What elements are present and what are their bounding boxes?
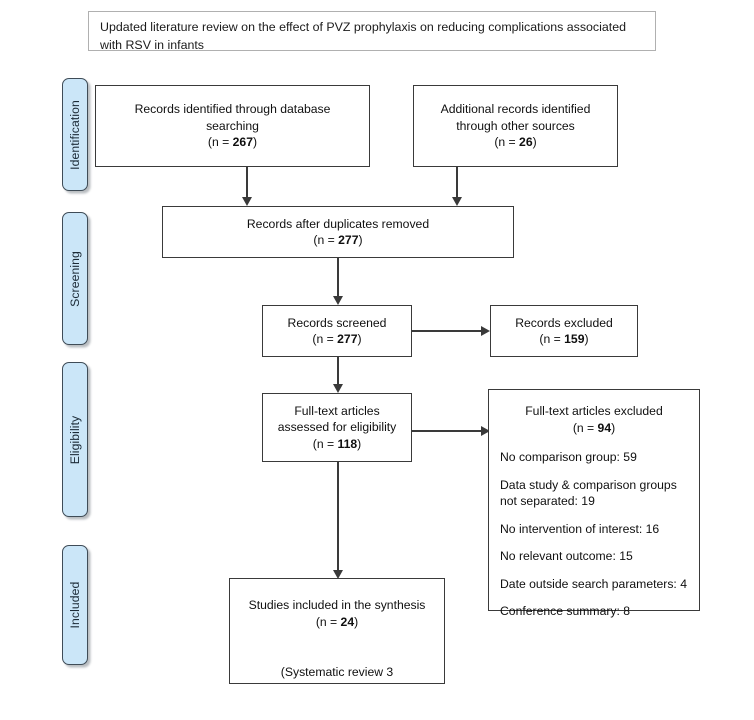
stage-label-identification-text: Identification	[68, 99, 82, 170]
node-line-1: Records excluded	[515, 315, 613, 330]
count-suffix: )	[358, 233, 363, 247]
count-suffix: )	[357, 332, 362, 346]
count-value: 118	[337, 436, 358, 451]
node-count: (n = 24)	[316, 614, 358, 631]
node-line-1: Records screened	[287, 315, 387, 330]
node-line-1: Records after duplicates removed	[246, 216, 430, 231]
node-line-1: Studies included in the synthesis	[248, 598, 426, 612]
node-count: (n = 26)	[494, 134, 536, 151]
node-count: (n = 118)	[313, 436, 361, 453]
arrowhead-duplicates-to-screened	[333, 296, 343, 305]
count-prefix: (n =	[312, 332, 338, 346]
node-count: (n = 277)	[313, 232, 362, 249]
arrowhead-screened-to-fulltext	[333, 384, 343, 393]
stage-label-eligibility-text: Eligibility	[68, 415, 82, 464]
connector-database-to-duplicates	[246, 167, 248, 199]
diagram-title-text: Updated literature review on the effect …	[100, 20, 626, 52]
count-prefix: (n =	[207, 135, 233, 150]
count-suffix: )	[611, 420, 616, 435]
connector-fulltext-to-excluded-detail	[412, 430, 484, 432]
connector-other-sources-to-duplicates	[456, 167, 458, 199]
node-fulltext-articles-excluded: Full-text articles excluded (n = 94) No …	[488, 389, 700, 618]
node-records-screened: Records screened (n = 277)	[262, 305, 412, 357]
node-line-2: through other sources	[456, 118, 575, 133]
count-suffix: )	[357, 436, 362, 451]
exclusion-reason: No relevant outcome: 15	[500, 549, 633, 563]
exclusion-reason: Date outside search parameters: 4	[500, 576, 687, 591]
arrowhead-screened-to-excluded	[481, 326, 490, 336]
node-line-1: Additional records identified	[440, 102, 591, 117]
connector-screened-to-excluded	[412, 330, 483, 332]
count-prefix: (n =	[539, 332, 565, 346]
node-fulltext-assessed-eligibility: Full-text articles assessed for eligibil…	[262, 393, 412, 462]
stage-label-included: Included	[62, 545, 88, 665]
count-suffix: )	[253, 135, 258, 150]
node-line-1: Records identified through database	[134, 102, 331, 117]
arrowhead-database-to-duplicates	[242, 197, 252, 206]
node-note: (Systematic review 3	[280, 665, 394, 679]
node-line-2: searching	[206, 118, 259, 133]
connector-duplicates-to-screened	[337, 258, 339, 297]
count-prefix: (n =	[315, 614, 341, 629]
exclusion-reason: Data study & comparison groups not separ…	[500, 477, 677, 509]
excluded-header: Full-text articles excluded (n = 94)	[500, 403, 688, 436]
diagram-title: Updated literature review on the effect …	[88, 11, 656, 52]
exclusion-reason: Conference summary: 8	[500, 604, 631, 618]
node-count: (n = 267)	[208, 134, 257, 151]
count-value: 26	[519, 135, 533, 150]
node-line-1: Full-text articles excluded	[525, 404, 663, 418]
arrowhead-fulltext-to-excluded-detail	[481, 426, 490, 436]
arrowhead-fulltext-to-included	[333, 570, 343, 579]
stage-label-included-text: Included	[68, 581, 82, 629]
node-additional-records-other-sources: Additional records identified through ot…	[413, 85, 618, 167]
node-studies-included-synthesis: Studies included in the synthesis (n = 2…	[229, 578, 445, 684]
stage-label-screening: Screening	[62, 212, 88, 345]
count-value: 277	[337, 332, 358, 346]
node-records-after-duplicates-removed: Records after duplicates removed (n = 27…	[162, 206, 514, 258]
node-count: (n = 277)	[312, 331, 361, 348]
stage-label-identification: Identification	[62, 78, 88, 191]
node-count: (n = 159)	[539, 331, 588, 348]
count-suffix: )	[354, 614, 359, 629]
node-records-identified-database: Records identified through database sear…	[95, 85, 370, 167]
node-count: (n = 94)	[500, 420, 688, 437]
count-prefix: (n =	[494, 135, 520, 150]
count-prefix: (n =	[313, 233, 339, 247]
arrowhead-other-sources-to-duplicates	[452, 197, 462, 206]
count-value: 94	[597, 420, 612, 435]
count-prefix: (n =	[312, 436, 338, 451]
count-value: 267	[232, 135, 253, 150]
count-suffix: )	[532, 135, 537, 150]
count-prefix: (n =	[572, 420, 598, 435]
stage-label-eligibility: Eligibility	[62, 362, 88, 517]
count-suffix: )	[584, 332, 589, 346]
exclusion-reason: No comparison group: 59	[500, 450, 637, 464]
count-value: 24	[340, 614, 355, 629]
node-records-excluded: Records excluded (n = 159)	[490, 305, 638, 357]
node-line-1: Full-text articles	[294, 403, 380, 418]
count-value: 277	[338, 233, 359, 247]
connector-screened-to-fulltext	[337, 357, 339, 385]
exclusion-reason: No intervention of interest: 16	[500, 521, 660, 536]
count-value: 159	[564, 332, 585, 346]
stage-label-screening-text: Screening	[68, 250, 82, 307]
node-line-2: assessed for eligibility	[277, 420, 397, 435]
connector-fulltext-to-included	[337, 462, 339, 572]
